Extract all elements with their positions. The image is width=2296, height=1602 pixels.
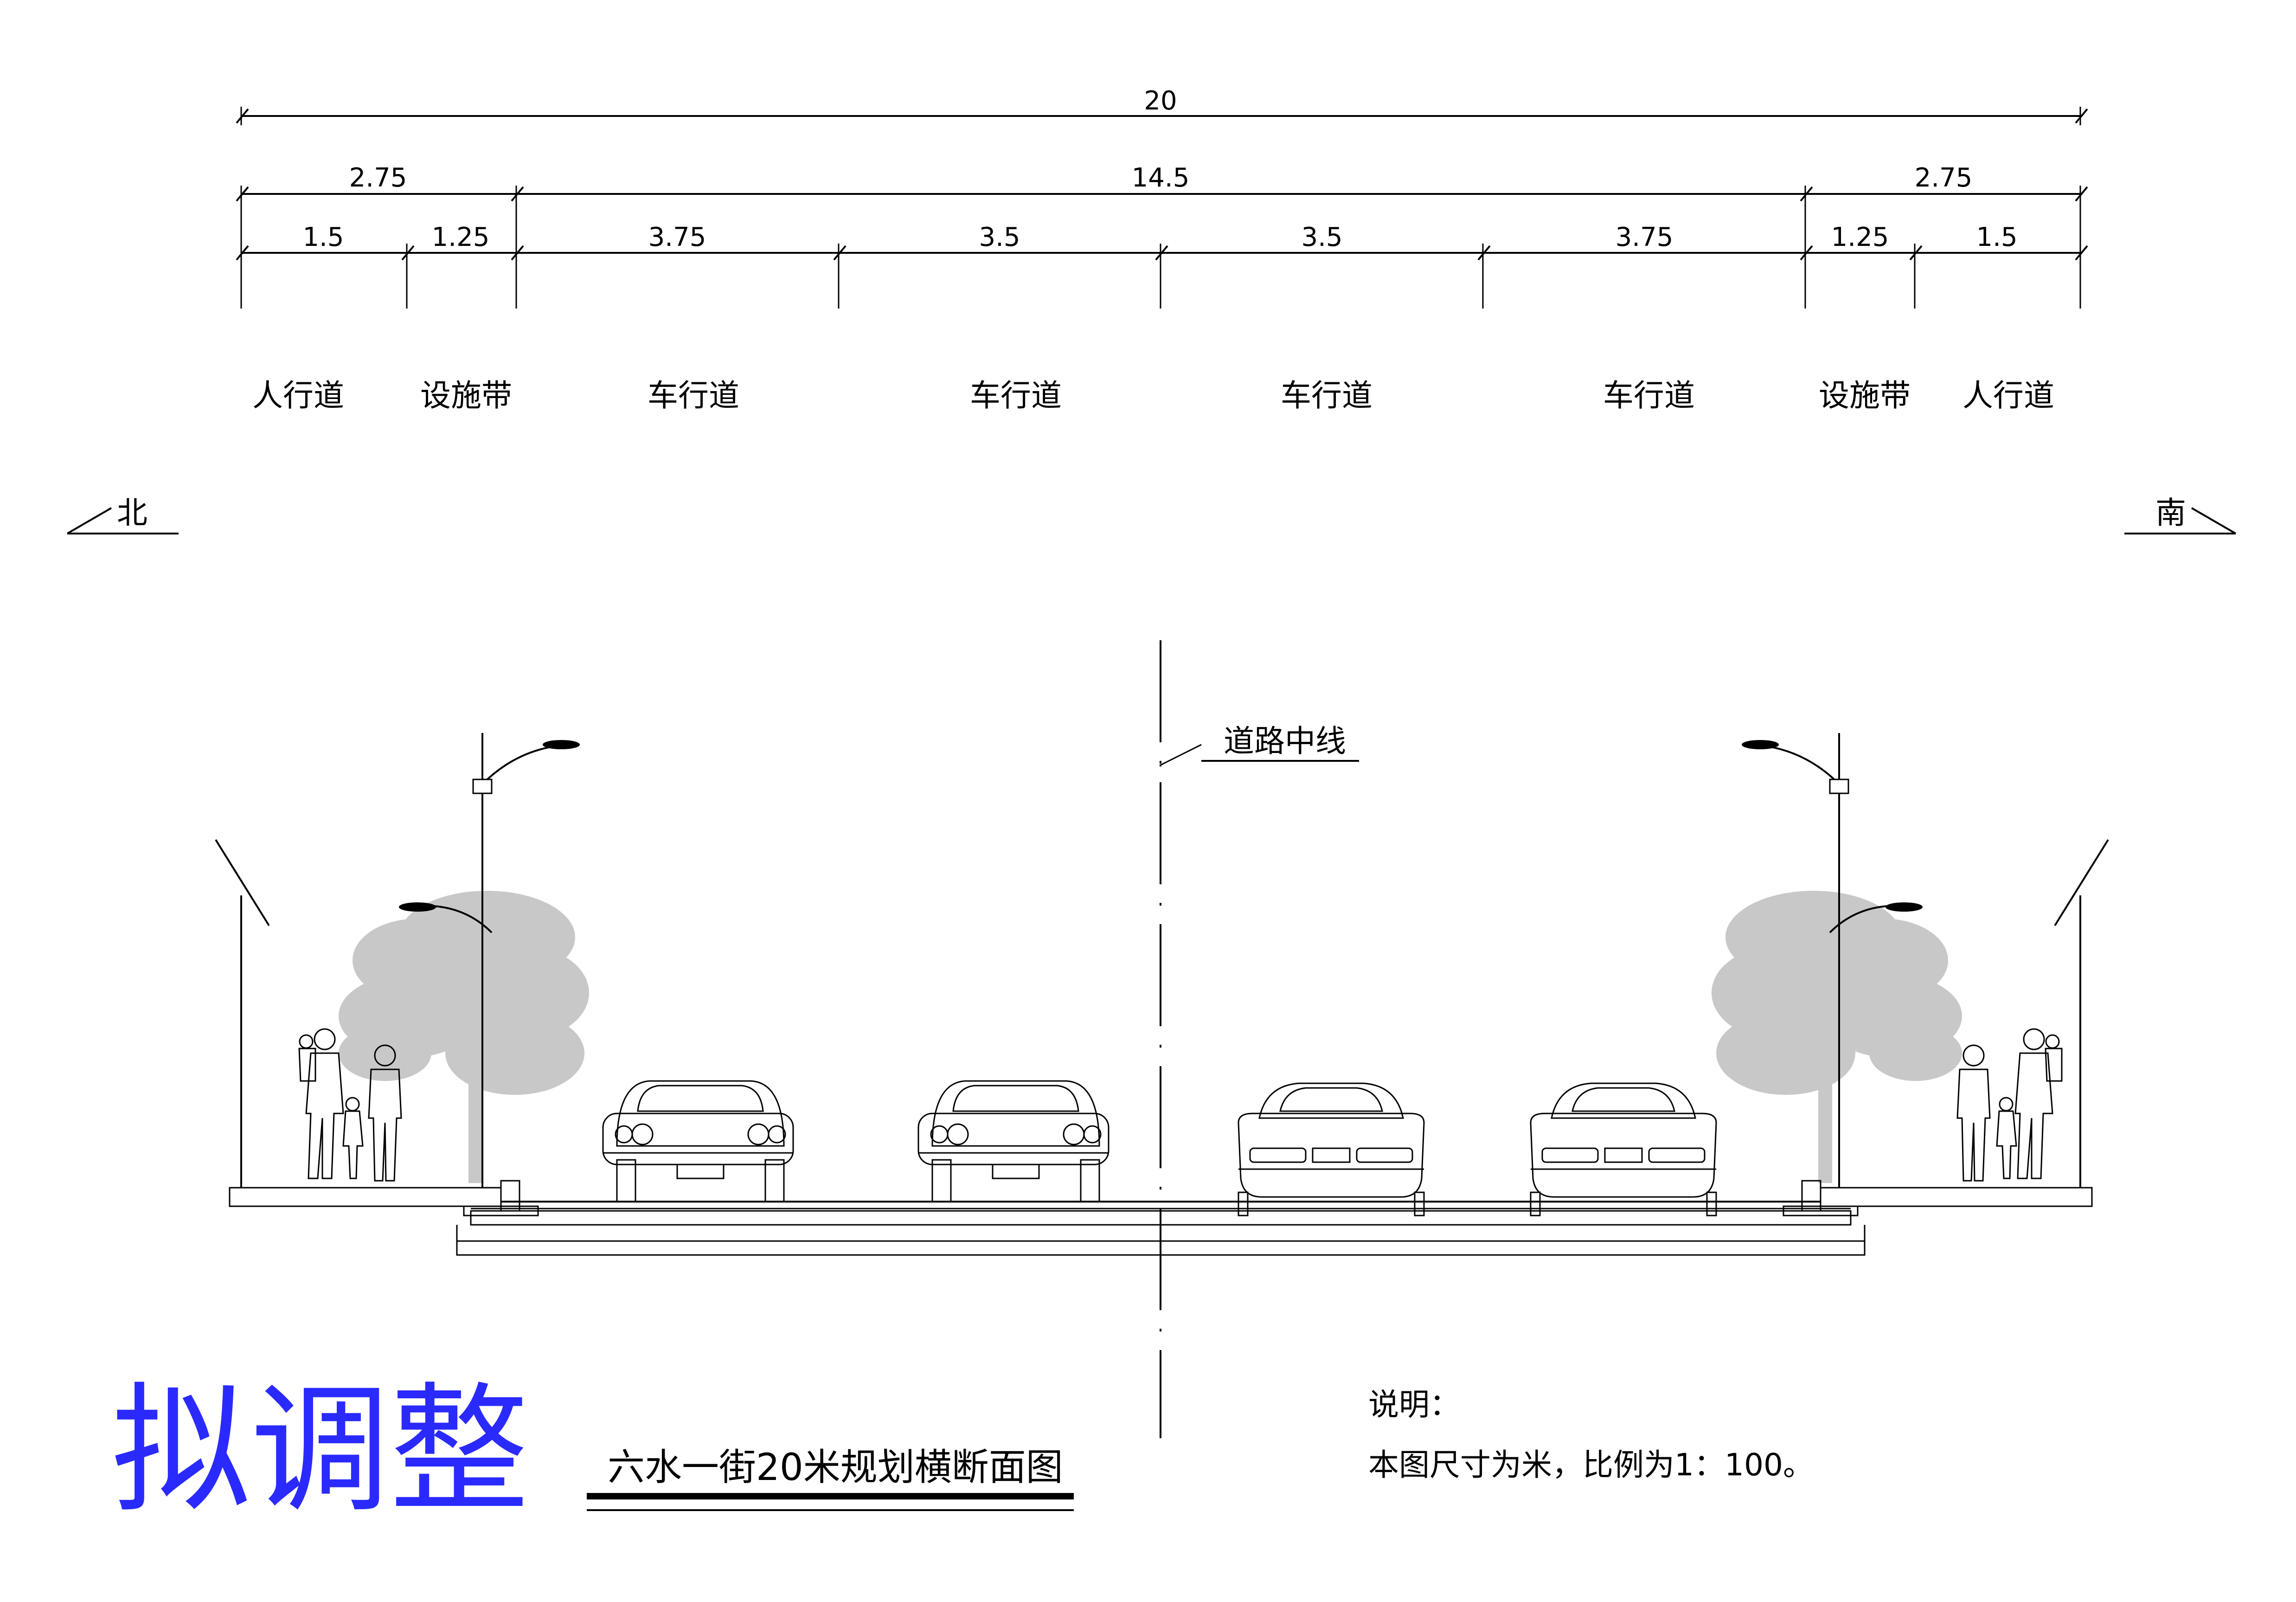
street-light-south bbox=[1742, 733, 1923, 1188]
pedestrian-group-north bbox=[298, 1028, 402, 1182]
dim-right-side-label: 2.75 bbox=[1915, 163, 1973, 193]
dim-seg-1: 1.5 bbox=[302, 222, 344, 252]
dim-seg-8: 1.5 bbox=[1976, 222, 2017, 252]
building-line-south bbox=[2054, 839, 2109, 1188]
direction-south-label: 南 bbox=[2155, 495, 2186, 531]
zone-label-lane-4: 车行道 bbox=[1603, 378, 1695, 413]
zone-label-sidewalk-south: 人行道 bbox=[1963, 378, 2054, 413]
dimension-block: 20 2.75 14.5 2.75 1.5 1.25 3.75 3.5 3.5 … bbox=[236, 86, 2088, 309]
car-lane-1 bbox=[602, 1080, 794, 1203]
dim-total-label: 20 bbox=[1144, 86, 1177, 116]
building-line-north bbox=[215, 839, 270, 1188]
direction-north-label: 北 bbox=[117, 495, 148, 531]
dim-seg-5: 3.5 bbox=[1301, 222, 1342, 252]
car-lane-2 bbox=[917, 1080, 1110, 1203]
direction-south: 南 bbox=[2124, 495, 2237, 534]
dim-seg-7: 1.25 bbox=[1831, 222, 1889, 252]
zone-label-lane-1: 车行道 bbox=[648, 378, 739, 413]
notes-title: 说明： bbox=[1368, 1387, 1460, 1422]
dim-seg-3: 3.75 bbox=[648, 222, 706, 252]
drawing-caption: 六水一街20米规划横断面图 bbox=[587, 1446, 1074, 1511]
extension-lines bbox=[240, 186, 2081, 309]
road-centerline: 道路中线 bbox=[1159, 640, 1359, 1438]
dim-left-side-label: 2.75 bbox=[349, 163, 407, 193]
notes-block: 说明： 本图尺寸为米，比例为1：100。 bbox=[1368, 1387, 1814, 1483]
zone-label-facility-south: 设施带 bbox=[1819, 378, 1911, 413]
zone-label-sidewalk-north: 人行道 bbox=[252, 378, 344, 413]
zone-label-facility-north: 设施带 bbox=[420, 378, 512, 413]
tree-north bbox=[339, 891, 589, 1183]
dim-seg-6: 3.75 bbox=[1616, 222, 1674, 252]
dim-seg-4: 3.5 bbox=[979, 222, 1020, 252]
dim-carriageway-label: 14.5 bbox=[1132, 163, 1190, 193]
centerline-label: 道路中线 bbox=[1224, 723, 1346, 759]
zone-label-lane-3: 车行道 bbox=[1281, 378, 1372, 413]
dim-seg-2: 1.25 bbox=[432, 222, 490, 252]
caption-title: 六水一街20米规划横断面图 bbox=[608, 1446, 1063, 1489]
car-lane-3 bbox=[1238, 1082, 1425, 1216]
car-lane-4 bbox=[1530, 1082, 1717, 1216]
zone-label-lane-2: 车行道 bbox=[970, 378, 1062, 413]
direction-north: 北 bbox=[66, 495, 179, 534]
tick-marks bbox=[236, 108, 2088, 261]
tree-south bbox=[1712, 891, 1962, 1183]
pavement-structure bbox=[229, 1180, 2093, 1256]
notes-line-1: 本图尺寸为米，比例为1：100。 bbox=[1368, 1447, 1814, 1483]
zone-labels: 人行道 设施带 车行道 车行道 车行道 车行道 设施带 人行道 bbox=[252, 378, 2054, 413]
street-light-north bbox=[399, 733, 580, 1188]
pedestrian-group-south bbox=[1956, 1028, 2063, 1182]
adjustment-stamp: 拟调整 bbox=[111, 1370, 529, 1531]
